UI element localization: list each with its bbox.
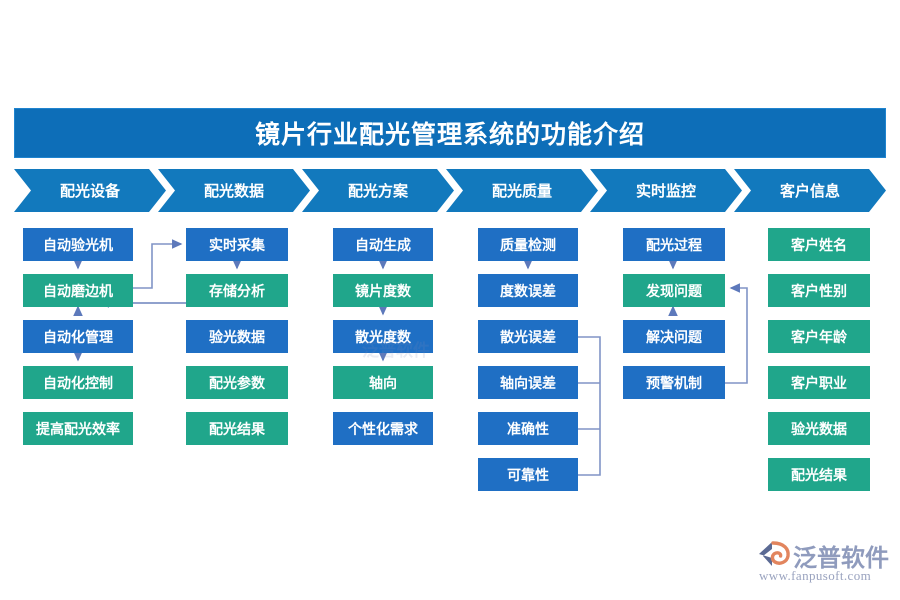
node-box[interactable]: 自动生成 bbox=[333, 228, 433, 261]
node-label: 预警机制 bbox=[646, 374, 702, 391]
node-label: 存储分析 bbox=[209, 282, 265, 299]
stage-chevron-label: 配光数据 bbox=[203, 183, 264, 200]
node-label: 客户姓名 bbox=[791, 236, 847, 253]
node-label: 配光过程 bbox=[646, 236, 702, 253]
stage-chevron-label: 客户信息 bbox=[779, 183, 840, 200]
node-label: 个性化需求 bbox=[348, 420, 418, 437]
stage-header-row: 配光设备 配光数据 配光方案 配光质量 实时监控 客户信息 bbox=[14, 169, 886, 212]
node-label: 客户职业 bbox=[791, 374, 847, 391]
node-box[interactable]: 自动磨边机 bbox=[23, 274, 133, 307]
stage-chevron-label: 配光质量 bbox=[491, 183, 552, 200]
logo: 泛普软件 www.fanpusoft.com bbox=[757, 536, 889, 588]
node-box[interactable]: 发现问题 bbox=[623, 274, 725, 307]
stage-chevron-1[interactable]: 配光设备 bbox=[14, 169, 166, 212]
stage-chevron-6[interactable]: 客户信息 bbox=[734, 169, 886, 212]
node-box[interactable]: 配光结果 bbox=[186, 412, 288, 445]
node-box[interactable]: 存储分析 bbox=[186, 274, 288, 307]
node-label: 可靠性 bbox=[507, 466, 549, 483]
watermark-text: 泛普软件 bbox=[362, 340, 430, 360]
node-label: 散光度数 bbox=[355, 328, 411, 345]
node-label: 解决问题 bbox=[646, 328, 702, 345]
node-label: 实时采集 bbox=[209, 236, 265, 253]
logo-url-text: www.fanpusoft.com bbox=[759, 568, 872, 583]
stage-chevron-2[interactable]: 配光数据 bbox=[158, 169, 310, 212]
stage-chevron-label: 配光设备 bbox=[59, 183, 120, 200]
node-label: 验光数据 bbox=[209, 328, 265, 345]
node-box[interactable]: 配光过程 bbox=[623, 228, 725, 261]
node-label: 散光误差 bbox=[500, 328, 556, 345]
node-box[interactable]: 提高配光效率 bbox=[23, 412, 133, 445]
node-box[interactable]: 准确性 bbox=[478, 412, 578, 445]
node-box[interactable]: 度数误差 bbox=[478, 274, 578, 307]
node-box[interactable]: 客户职业 bbox=[768, 366, 870, 399]
node-box[interactable]: 客户年龄 bbox=[768, 320, 870, 353]
node-box[interactable]: 可靠性 bbox=[478, 458, 578, 491]
node-box[interactable]: 客户姓名 bbox=[768, 228, 870, 261]
node-label: 配光结果 bbox=[209, 420, 265, 437]
node-label: 验光数据 bbox=[791, 420, 847, 437]
node-box[interactable]: 实时采集 bbox=[186, 228, 288, 261]
node-box[interactable]: 散光误差 bbox=[478, 320, 578, 353]
node-box[interactable]: 配光结果 bbox=[768, 458, 870, 491]
logo-mark-icon bbox=[759, 541, 790, 566]
node-box[interactable]: 预警机制 bbox=[623, 366, 725, 399]
page-title-text: 镜片行业配光管理系统的功能介绍 bbox=[254, 121, 645, 149]
node-label: 配光结果 bbox=[791, 466, 847, 483]
node-box[interactable]: 散光度数 bbox=[333, 320, 433, 353]
stage-chevron-5[interactable]: 实时监控 bbox=[590, 169, 742, 212]
node-box[interactable]: 自动化控制 bbox=[23, 366, 133, 399]
node-label: 自动磨边机 bbox=[43, 282, 113, 299]
node-label: 轴向误差 bbox=[500, 374, 556, 391]
node-box[interactable]: 验光数据 bbox=[768, 412, 870, 445]
node-label: 自动化管理 bbox=[43, 328, 113, 345]
stage-chevron-label: 配光方案 bbox=[347, 183, 408, 200]
node-label: 准确性 bbox=[507, 420, 549, 437]
node-box[interactable]: 解决问题 bbox=[623, 320, 725, 353]
node-box[interactable]: 客户性别 bbox=[768, 274, 870, 307]
node-label: 提高配光效率 bbox=[36, 420, 120, 437]
node-label: 自动化控制 bbox=[43, 374, 113, 391]
stage-chevron-3[interactable]: 配光方案 bbox=[302, 169, 454, 212]
page-title: 镜片行业配光管理系统的功能介绍 bbox=[14, 108, 886, 158]
node-label: 配光参数 bbox=[209, 374, 265, 391]
node-box[interactable]: 个性化需求 bbox=[333, 412, 433, 445]
node-label: 客户性别 bbox=[791, 282, 847, 299]
logo-brand-text: 泛普软件 bbox=[793, 545, 889, 572]
node-box[interactable]: 自动验光机 bbox=[23, 228, 133, 261]
node-box[interactable]: 验光数据 bbox=[186, 320, 288, 353]
node-label: 自动生成 bbox=[355, 236, 411, 253]
stage-chevron-4[interactable]: 配光质量 bbox=[446, 169, 598, 212]
node-label: 自动验光机 bbox=[43, 236, 113, 253]
node-box[interactable]: 镜片度数 bbox=[333, 274, 433, 307]
node-label: 轴向 bbox=[369, 374, 397, 391]
node-box[interactable]: 自动化管理 bbox=[23, 320, 133, 353]
node-label: 发现问题 bbox=[646, 282, 702, 299]
node-box[interactable]: 质量检测 bbox=[478, 228, 578, 261]
node-box[interactable]: 轴向 bbox=[333, 366, 433, 399]
node-box[interactable]: 配光参数 bbox=[186, 366, 288, 399]
node-label: 镜片度数 bbox=[355, 282, 411, 299]
node-box[interactable]: 轴向误差 bbox=[478, 366, 578, 399]
stage-chevron-label: 实时监控 bbox=[635, 183, 696, 200]
node-label: 质量检测 bbox=[500, 236, 556, 253]
node-label: 客户年龄 bbox=[791, 328, 847, 345]
node-label: 度数误差 bbox=[500, 282, 556, 299]
